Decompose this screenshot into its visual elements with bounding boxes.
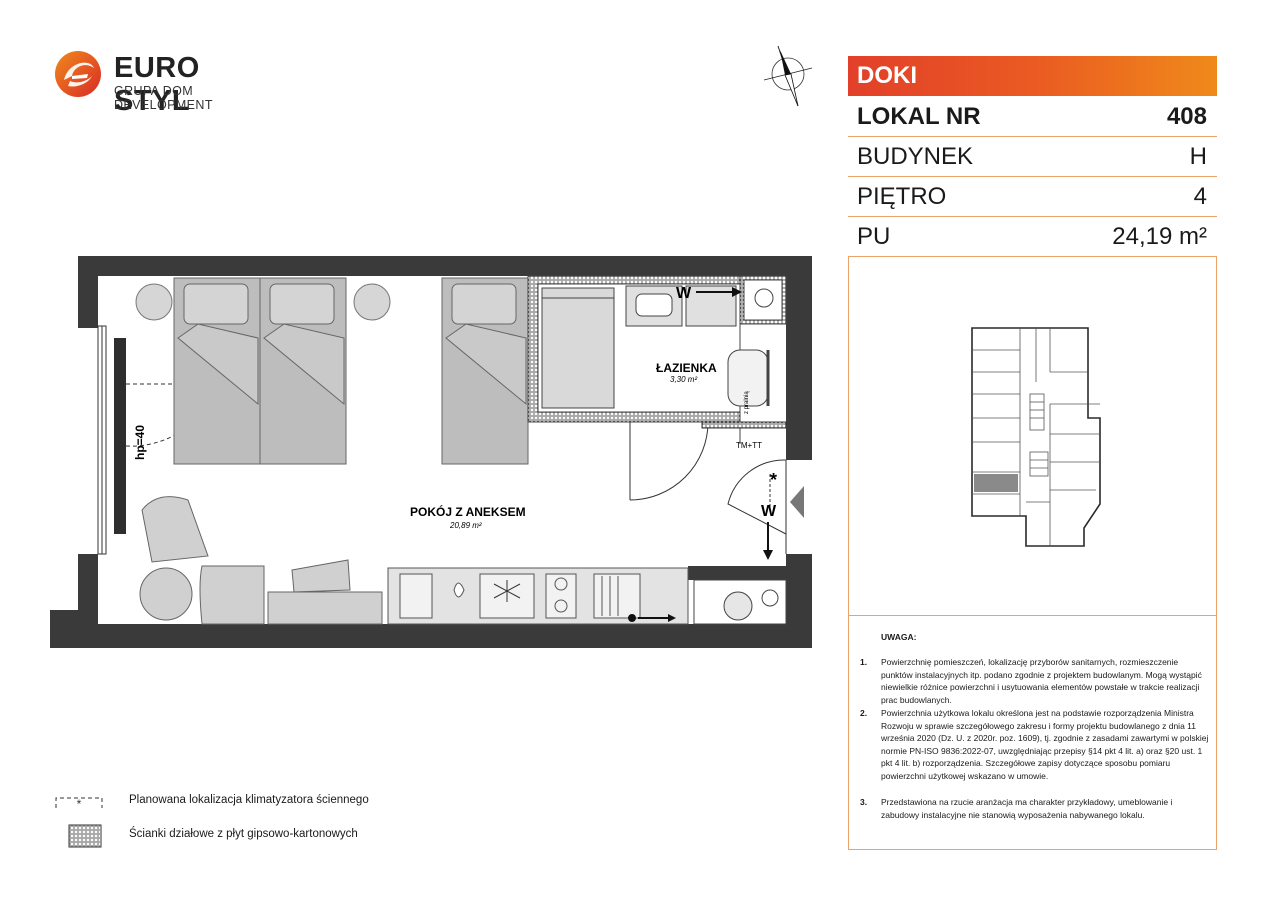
brand-subtitle: GRUPA DOM DEVELOPMENT <box>114 84 213 112</box>
window <box>97 325 219 555</box>
armchair <box>139 496 383 625</box>
flow-arrow-down-icon <box>763 522 773 560</box>
shaft-top <box>739 275 787 325</box>
note-number: 3. <box>860 797 868 807</box>
shaft-w-right-label: W <box>761 503 777 520</box>
building-keyplan <box>971 327 1101 547</box>
room-main-area: 20,89 m² <box>449 521 482 530</box>
brand-logo: EURO STYL GRUPA DOM DEVELOPMENT <box>54 50 284 117</box>
highlighted-unit <box>974 474 1018 492</box>
legend-label: Ścianki działowe z płyt gipsowo-kartonow… <box>129 828 358 840</box>
kitchen-counter <box>387 567 689 625</box>
legend-symbol: * <box>77 797 82 811</box>
north-arrow-icon <box>763 45 813 107</box>
notes-title: UWAGA: <box>881 632 917 642</box>
bed-single <box>441 277 529 465</box>
info-key: LOKAL NR <box>857 103 981 130</box>
room-main-label: POKÓJ Z ANEKSEM <box>410 504 526 519</box>
info-row-area: PU 24,19 m² <box>848 216 1217 257</box>
info-value: 408 <box>1166 103 1207 130</box>
euro-styl-logo-icon <box>55 51 101 97</box>
meter-arrow-icon <box>628 614 676 622</box>
shaft-w-label: W <box>676 285 692 302</box>
info-row-unit: LOKAL NR 408 <box>848 96 1217 137</box>
entrance-door <box>727 459 804 554</box>
window-height-label: hp=40 <box>133 425 147 460</box>
note-text: Powierzchnię pomieszczeń, lokalizację pr… <box>881 657 1202 705</box>
ac-marker: * <box>770 470 777 490</box>
info-value: 24,19 m² <box>1112 223 1207 250</box>
info-key: PIĘTRO <box>857 183 947 210</box>
legend-item-drywall: Ścianki działowe z płyt gipsowo-kartonow… <box>54 824 384 850</box>
bathroom-door <box>629 421 787 501</box>
floor-plan: hp=40 <box>50 256 812 648</box>
note-number: 2. <box>860 708 868 718</box>
nightstand <box>135 283 391 321</box>
drywall-hatch-icon <box>68 824 102 848</box>
bathroom <box>527 275 770 444</box>
note-number: 1. <box>860 657 868 667</box>
room-bath-label: ŁAZIENKA <box>656 361 717 375</box>
brand-name: EURO STYL <box>114 52 200 117</box>
bed-double <box>173 277 347 465</box>
info-value: 4 <box>1193 183 1207 210</box>
note-text: Powierzchnia użytkowa lokalu określona j… <box>881 708 1209 781</box>
meter-label: TM+TT <box>736 441 762 450</box>
bathroom-vertical-label: z pralnią <box>744 391 750 414</box>
room-bath-area: 3,30 m² <box>670 375 697 384</box>
legend-label: Planowana lokalizacja klimatyzatora ście… <box>129 794 369 806</box>
panel-divider <box>848 615 1217 616</box>
unit-info-table: DOKI LOKAL NR 408 BUDYNEK H PIĘTRO 4 PU … <box>848 56 1217 257</box>
shaft-bottom <box>693 579 787 625</box>
info-value: H <box>1189 143 1207 170</box>
info-key: PU <box>857 223 891 250</box>
keyplan-notes-panel <box>848 256 1217 850</box>
flow-arrow-icon <box>696 287 742 297</box>
info-row-building: BUDYNEK H <box>848 136 1217 177</box>
dashed-box-asterisk-icon: * <box>55 797 103 811</box>
info-row-floor: PIĘTRO 4 <box>848 176 1217 217</box>
outer-walls <box>50 256 812 648</box>
investment-name: DOKI <box>857 62 917 89</box>
note-text: Przedstawiona na rzucie aranżacja ma cha… <box>881 797 1173 820</box>
info-key: BUDYNEK <box>857 143 974 170</box>
legend-item-ac: * Planowana lokalizacja klimatyzatora śc… <box>54 790 384 816</box>
investment-header: DOKI <box>848 56 1217 96</box>
